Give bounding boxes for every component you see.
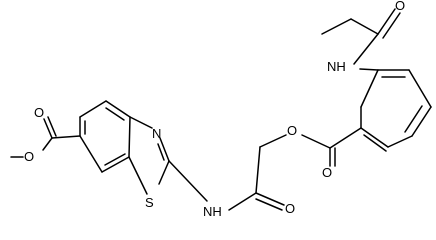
nitrogen-label: N [152,126,161,141]
bond [42,137,53,151]
atom-labels: O O N S NH O O O NH O [24,0,405,219]
oxygen-label: O [322,165,332,180]
propanamide-group [321,8,401,71]
oxygen-label: O [24,149,34,164]
bond [128,156,148,195]
bond [360,69,379,108]
bond [51,135,81,139]
amide-nh-label: NH [203,204,222,219]
bond [159,137,170,162]
bond [43,118,53,139]
bond [255,146,261,194]
right-benzene-ring [360,69,432,152]
structure-canvas: O O N S NH O O O NH O [10,0,432,219]
bond [382,12,401,39]
bond [359,68,379,71]
bond [47,116,57,137]
bond [255,198,283,211]
bond [101,156,130,173]
oxygen-label: O [285,201,295,216]
bond [105,100,131,118]
bond [129,116,153,129]
amide-nh-label: NH [327,59,346,74]
bond [350,18,379,35]
bond [168,160,208,202]
bond [157,143,165,161]
oxygen-label: O [287,123,297,138]
amide-linker [168,146,285,211]
bond [404,105,423,133]
bond [377,8,396,35]
benzothiazole-benzene-ring [79,100,131,173]
bond [408,69,432,108]
bond [301,134,331,149]
bond [104,153,126,166]
bond [128,116,131,158]
bond [353,33,379,65]
bond [321,18,352,35]
methyl-ester-group [10,116,81,158]
bond [411,106,432,137]
bond [79,135,103,173]
bond [363,134,387,152]
bond [158,160,170,185]
bond [79,100,107,118]
thiazole-ring [128,116,170,195]
bond [360,127,389,148]
ester-linkage [259,127,362,167]
bond [259,134,287,148]
bond [228,192,257,211]
molecule-diagram: O O N S NH O O O NH O [10,0,432,219]
bond [329,127,362,149]
oxygen-label: O [395,0,405,13]
bond [387,135,413,148]
bond [105,107,125,121]
bond [255,192,285,206]
oxygen-label: O [34,105,44,120]
sulfur-label: S [145,195,154,210]
